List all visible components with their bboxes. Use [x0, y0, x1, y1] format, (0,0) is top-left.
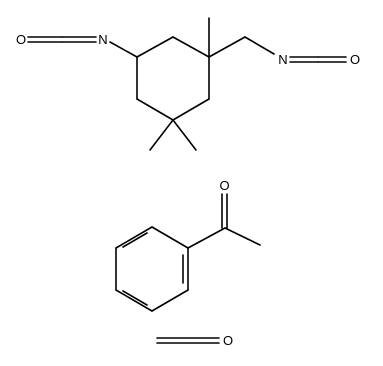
bond-methyl-bottom-left — [149, 119, 174, 151]
isophorone-diisocyanate: O N N O — [16, 17, 360, 151]
ring-bond-b3 — [115, 289, 153, 312]
ring-bond-b6 — [151, 226, 189, 249]
acetophenone: O — [115, 178, 261, 312]
ring-bond-2 — [172, 36, 210, 58]
atom-o-right: O — [350, 52, 360, 67]
atom-o-formaldehyde: O — [223, 333, 233, 348]
bond-methyl-bottom-right — [172, 119, 197, 151]
ring-bond-1 — [136, 36, 174, 58]
bond-ch2 — [208, 36, 246, 58]
bond-n-ring-left — [109, 41, 138, 58]
atom-n-right: N — [278, 52, 287, 67]
bond-ch2-n — [244, 36, 275, 55]
atom-o-left: O — [16, 32, 26, 47]
ring-bond-4 — [172, 98, 210, 121]
ring-bond-b5 — [115, 226, 153, 249]
aromatic-inner-2 — [122, 290, 148, 306]
aromatic-inner-3 — [122, 232, 148, 248]
ring-bond-b2 — [151, 289, 189, 312]
ring-bond-5 — [136, 98, 174, 121]
atom-o-ketone: O — [219, 178, 229, 193]
bond-carbonyl-ring — [187, 227, 226, 249]
bond-acetyl-methyl — [224, 227, 261, 246]
atom-n-left: N — [98, 32, 107, 47]
formaldehyde: O — [156, 333, 233, 348]
